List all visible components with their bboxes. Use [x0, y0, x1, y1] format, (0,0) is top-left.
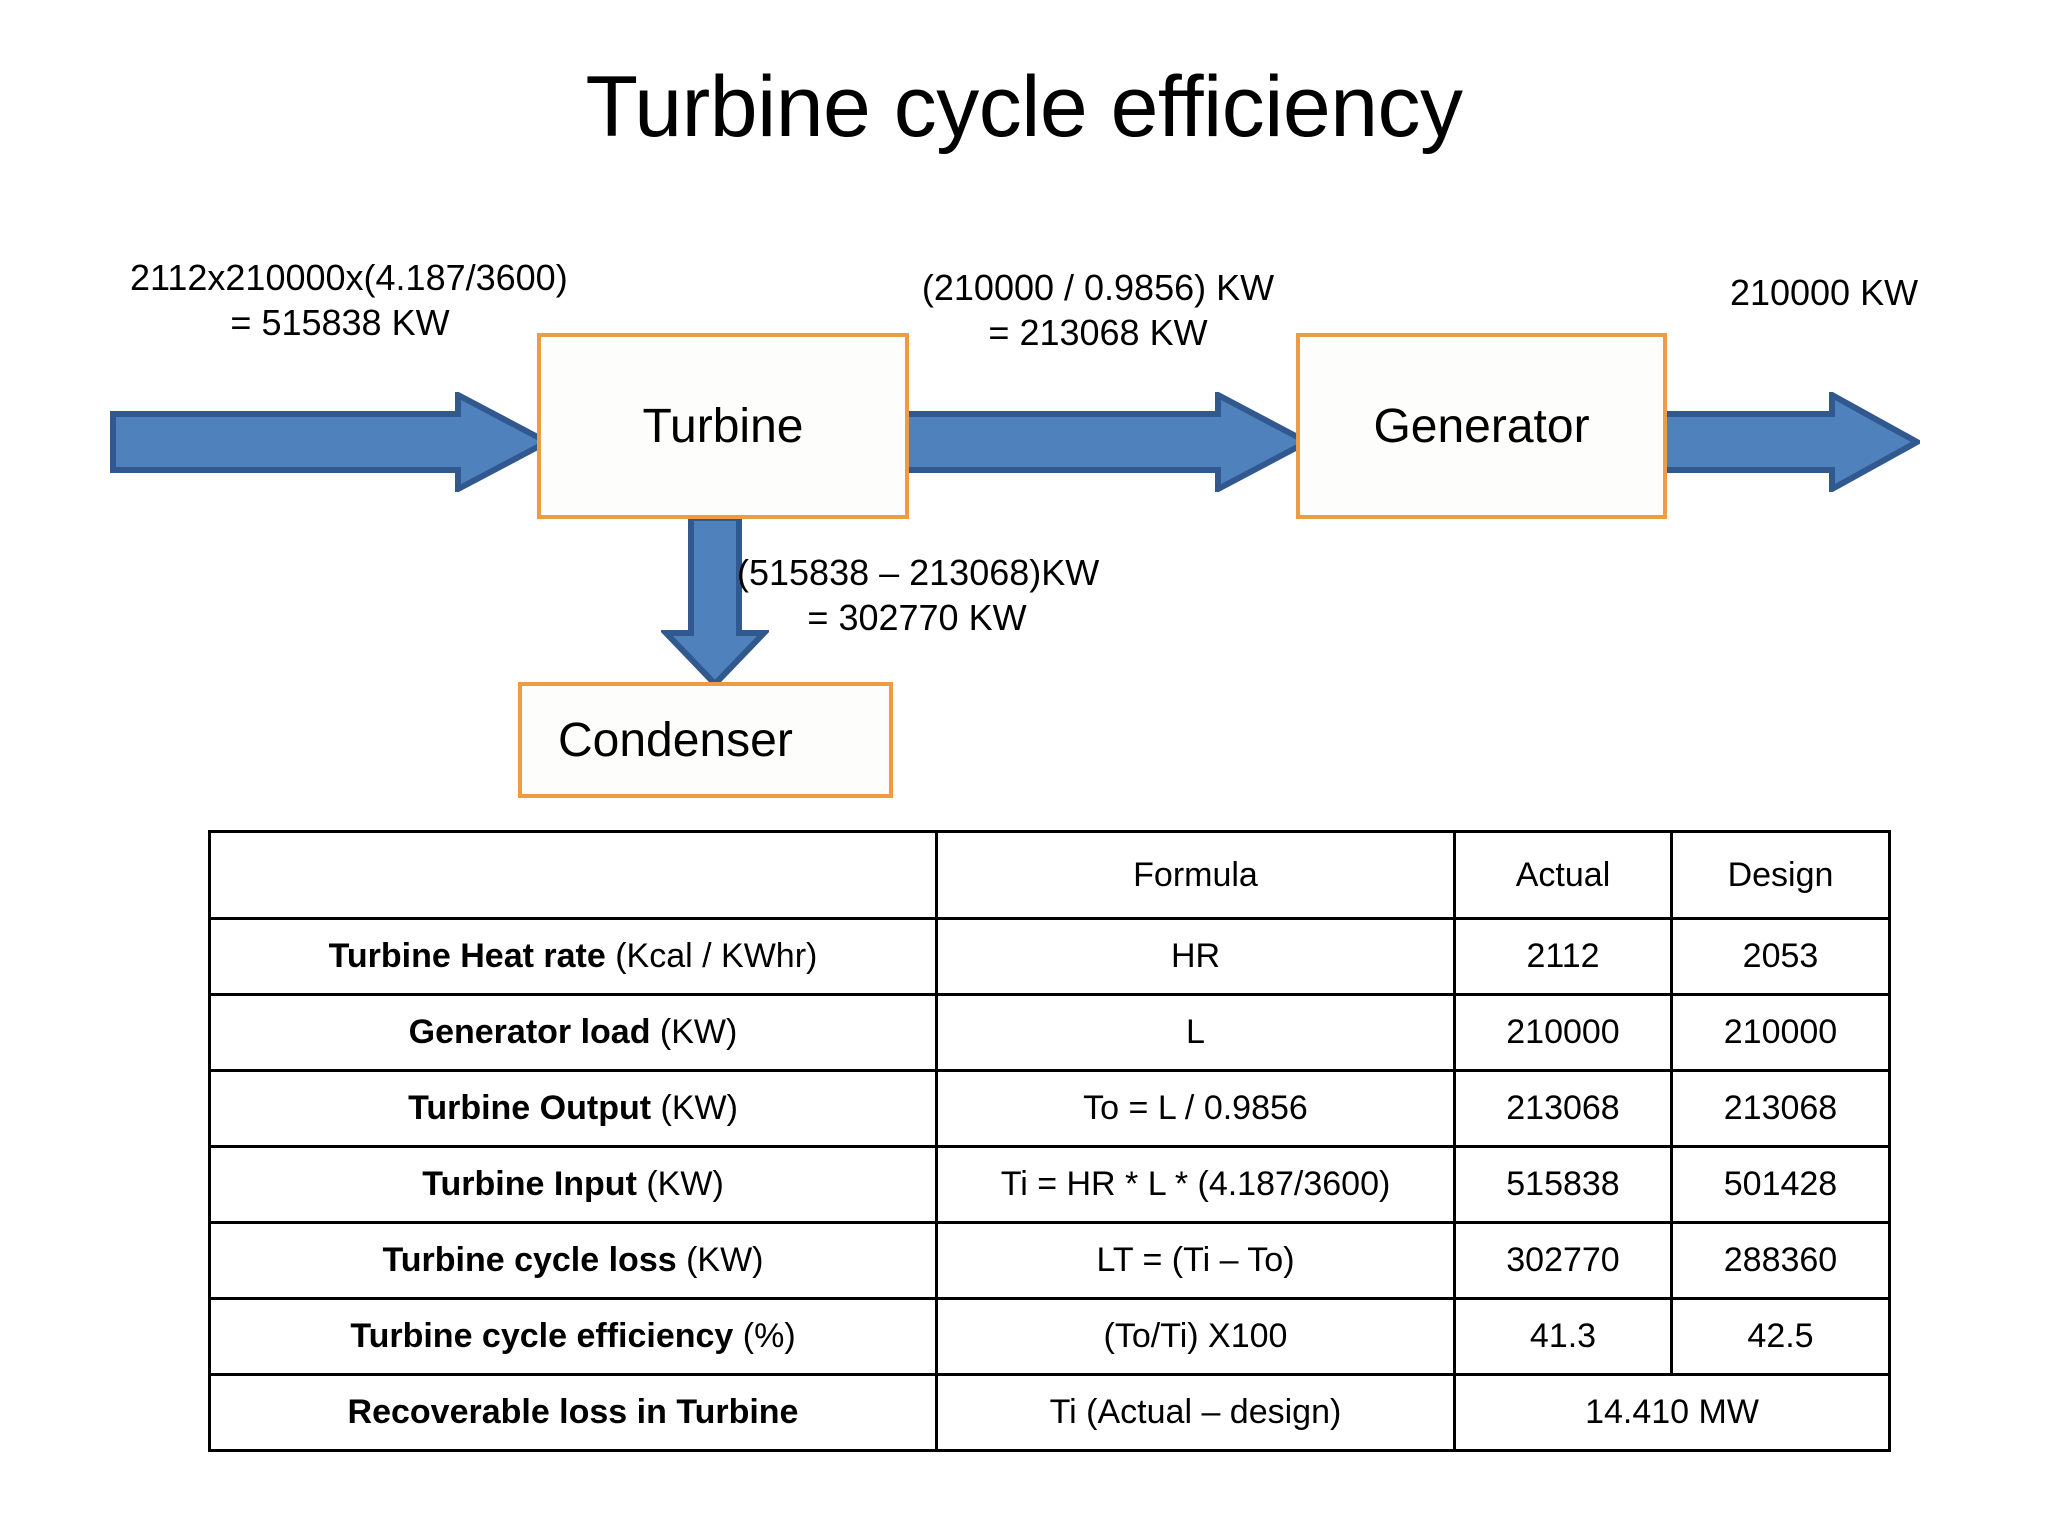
row-label-unit: (KW)	[676, 1241, 764, 1279]
cell-actual: 2112	[1453, 917, 1673, 996]
condenser-box-label: Condenser	[558, 713, 793, 767]
condenser-box[interactable]: Condenser	[518, 682, 893, 798]
cell-actual: 515838	[1453, 1145, 1673, 1224]
cell-design: 42.5	[1670, 1297, 1891, 1376]
cell-formula: L	[935, 993, 1456, 1072]
inlet-flow-arrow-icon	[110, 392, 550, 492]
table-row-recoverable-loss: Recoverable loss in Turbine Ti (Actual – …	[208, 1373, 1891, 1452]
row-label-main: Turbine cycle loss	[382, 1241, 677, 1279]
table-row: Turbine Input (KW)Ti = HR * L * (4.187/3…	[208, 1145, 1891, 1224]
generator-box[interactable]: Generator	[1296, 333, 1667, 519]
process-flow-diagram: Turbine Generator Condenser 2112x210000x…	[110, 257, 1920, 798]
turbine-output-annotation: (210000 / 0.9856) KW = 213068 KW	[921, 267, 1275, 354]
table-row: Turbine cycle loss (KW)LT = (Ti – To)302…	[208, 1221, 1891, 1300]
cell-merged-value: 14.410 MW	[1453, 1373, 1891, 1452]
row-label-main: Turbine Output	[408, 1089, 652, 1127]
row-label-unit: (KW)	[636, 1165, 724, 1203]
cell-formula: (To/Ti) X100	[935, 1297, 1456, 1376]
row-label-unit: (KW)	[651, 1089, 738, 1127]
cell-formula: Ti = HR * L * (4.187/3600)	[935, 1145, 1456, 1224]
turbine-to-condenser-arrow-icon	[661, 515, 769, 687]
cell-formula: HR	[935, 917, 1456, 996]
row-label-main: Turbine Heat rate	[328, 937, 606, 975]
generator-output-arrow-icon	[1660, 392, 1920, 492]
table-row: Turbine cycle efficiency (%)(To/Ti) X100…	[208, 1297, 1891, 1376]
column-header-formula: Formula	[935, 830, 1456, 920]
cell-actual: 302770	[1453, 1221, 1673, 1300]
turbine-box-label: Turbine	[642, 399, 804, 453]
cell-design: 2053	[1670, 917, 1891, 996]
column-header-design: Design	[1670, 830, 1891, 920]
generator-box-label: Generator	[1373, 399, 1590, 453]
row-label-unit: (Kcal / KWhr)	[605, 937, 818, 975]
row-label-main: Turbine Input	[422, 1165, 637, 1203]
cell-design: 210000	[1670, 993, 1891, 1072]
row-label-unit: (KW)	[650, 1013, 738, 1051]
turbine-box[interactable]: Turbine	[537, 333, 909, 519]
row-label-main: Recoverable loss in Turbine	[347, 1393, 799, 1431]
condenser-loss-annotation: (515838 – 213068)KW = 302770 KW	[737, 552, 1100, 639]
page-title: Turbine cycle efficiency	[585, 59, 1463, 155]
generator-output-annotation: 210000 KW	[1729, 272, 1919, 313]
cell-actual: 41.3	[1453, 1297, 1673, 1376]
cell-design: 288360	[1670, 1221, 1891, 1300]
inlet-energy-annotation: 2112x210000x(4.187/3600) = 515838 KW	[130, 257, 568, 344]
cell-actual: 213068	[1453, 1069, 1673, 1148]
row-label: Turbine Heat rate (Kcal / KWhr)	[208, 917, 938, 996]
row-label: Turbine Output (KW)	[208, 1069, 938, 1148]
column-header-metric	[208, 830, 938, 920]
cell-actual: 210000	[1453, 993, 1673, 1072]
row-label: Turbine cycle efficiency (%)	[208, 1297, 938, 1376]
row-label: Turbine cycle loss (KW)	[208, 1221, 938, 1300]
turbine-to-generator-arrow-icon	[900, 392, 1310, 492]
row-label: Recoverable loss in Turbine	[208, 1373, 938, 1452]
cell-formula: To = L / 0.9856	[935, 1069, 1456, 1148]
row-label-unit: (%)	[733, 1317, 796, 1355]
row-label: Generator load (KW)	[208, 993, 938, 1072]
cell-formula: LT = (Ti – To)	[935, 1221, 1456, 1300]
row-label-main: Turbine cycle efficiency	[350, 1317, 734, 1355]
cell-design: 501428	[1670, 1145, 1891, 1224]
cell-design: 213068	[1670, 1069, 1891, 1148]
column-header-actual: Actual	[1453, 830, 1673, 920]
row-label: Turbine Input (KW)	[208, 1145, 938, 1224]
row-label-main: Generator load	[408, 1013, 651, 1051]
cell-formula: Ti (Actual – design)	[935, 1373, 1456, 1452]
